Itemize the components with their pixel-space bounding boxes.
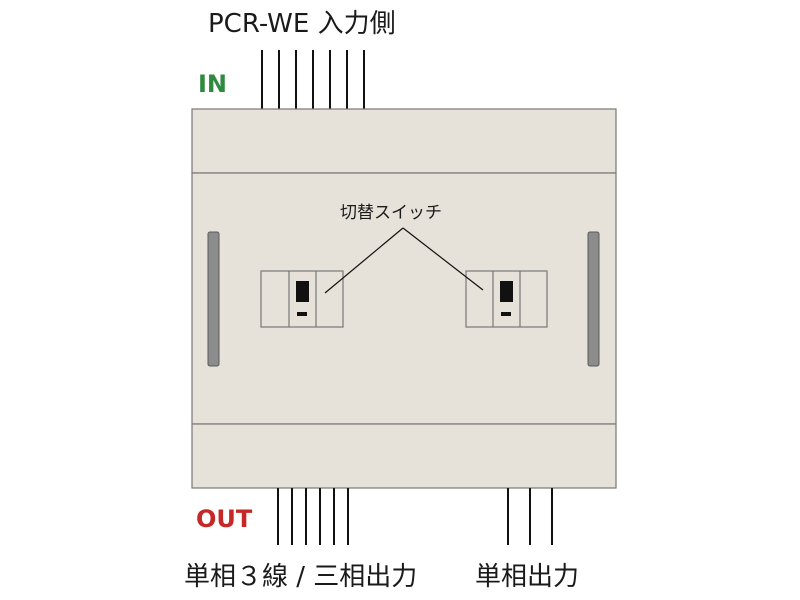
input-side-label: PCR-WE 入力側 (208, 9, 396, 39)
callout-line-right (402, 227, 484, 291)
left-switch-knob[interactable] (296, 281, 309, 302)
output-single-phase-label: 単相出力 (475, 562, 579, 592)
switch-callout-lines (324, 227, 484, 294)
left-rail (207, 231, 220, 367)
callout-line-left (324, 227, 404, 294)
unit-top-section (191, 108, 617, 174)
right-switch-block[interactable] (465, 270, 548, 328)
out-label: OUT (196, 505, 253, 533)
unit-bottom-section (191, 423, 617, 489)
right-rail (587, 231, 600, 367)
right-switch-indicator (501, 312, 511, 316)
in-label: IN (198, 70, 227, 98)
output-three-phase-label: 単相３線 / 三相出力 (184, 562, 417, 592)
right-switch-frame (465, 270, 548, 328)
left-switch-block[interactable] (260, 270, 344, 328)
switch-callout-label: 切替スイッチ (340, 203, 442, 223)
right-switch-knob[interactable] (500, 281, 513, 302)
output-wires-single-phase (507, 488, 553, 545)
input-wires (261, 50, 365, 109)
unit-body (191, 108, 617, 489)
output-wires-three-phase (277, 488, 349, 545)
left-switch-indicator (297, 312, 307, 316)
